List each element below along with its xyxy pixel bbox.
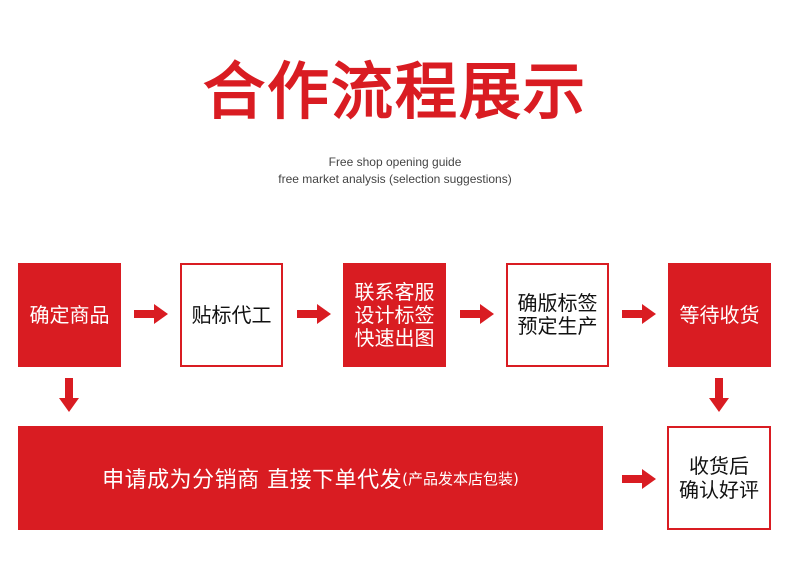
- step-label: 等待收货: [679, 302, 760, 327]
- step-contact-design: 联系客服 设计标签 快速出图: [343, 263, 446, 367]
- arrow-right-icon: [134, 304, 168, 324]
- step-line: 设计标签: [354, 302, 435, 327]
- step-line: 联系客服: [354, 279, 435, 304]
- subtitle-line-2: free market analysis (selection suggesti…: [278, 172, 512, 186]
- step-line: 预定生产: [517, 314, 598, 338]
- final-line: 收货后: [689, 454, 749, 478]
- step-await-delivery: 等待收货: [668, 263, 771, 367]
- page-title: 合作流程展示: [202, 55, 587, 128]
- step-label: 确定商品: [29, 302, 110, 327]
- arrow-down-icon: [709, 378, 729, 412]
- arrow-right-icon: [622, 469, 656, 489]
- final-line: 确认好评: [679, 478, 759, 502]
- step-label: 贴标代工: [191, 302, 272, 327]
- step-confirm-review: 收货后 确认好评: [667, 426, 771, 530]
- subtitle-line-1: Free shop opening guide: [328, 155, 462, 169]
- distributor-banner: 申请成为分销商 直接下单代发 (产品发本店包装): [18, 426, 603, 530]
- step-line: 确版标签: [517, 291, 598, 315]
- step-confirm-production: 确版标签 预定生产: [506, 263, 609, 367]
- arrow-right-icon: [460, 304, 494, 324]
- step-confirm-product: 确定商品: [18, 263, 121, 367]
- banner-note-text: (产品发本店包装): [402, 469, 519, 488]
- banner-main-text: 申请成为分销商 直接下单代发: [102, 468, 403, 493]
- arrow-down-icon: [59, 378, 79, 412]
- arrow-right-icon: [297, 304, 331, 324]
- arrow-right-icon: [622, 304, 656, 324]
- step-label-oem: 贴标代工: [180, 263, 283, 367]
- step-line: 快速出图: [354, 325, 435, 350]
